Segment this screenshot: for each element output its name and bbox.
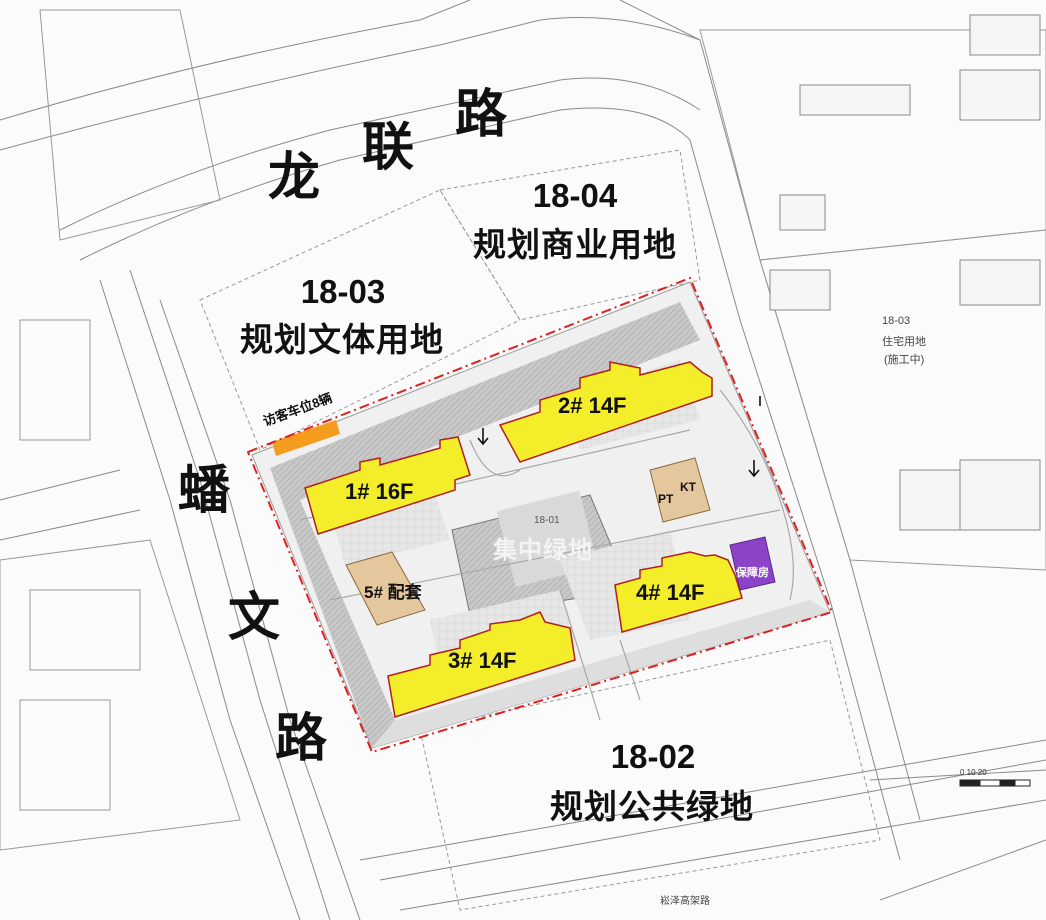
parcel-1802-code: 18-02 bbox=[610, 738, 696, 775]
west-blocks bbox=[19, 319, 141, 811]
context-parcels bbox=[0, 9, 1046, 911]
building-pt-kt bbox=[649, 457, 711, 523]
building-4-label: 4# 14F bbox=[636, 580, 705, 605]
building-5-label: 5# 配套 bbox=[364, 583, 422, 602]
east-parcel-use: 住宅用地 bbox=[882, 336, 926, 348]
west-road-char-2: 文 bbox=[228, 589, 281, 647]
west-road-char-3: 路 bbox=[275, 710, 328, 768]
visitor-parking-strip bbox=[272, 420, 340, 456]
parcel-1803-use: 规划文体用地 bbox=[240, 321, 444, 358]
west-lane bbox=[270, 468, 395, 748]
parcel-1803-code: 18-03 bbox=[300, 273, 386, 310]
east-parcel-status: (施工中) bbox=[884, 354, 925, 366]
parcel-1804-use: 规划商业用地 bbox=[473, 226, 677, 263]
north-road-char-1: 龙 bbox=[268, 149, 321, 207]
east-residential-blocks bbox=[769, 14, 1041, 531]
west-road-char-1: 蟠 bbox=[178, 462, 231, 520]
perimeter-lane bbox=[270, 302, 700, 500]
kt-label: KT bbox=[680, 480, 696, 494]
site-boundary bbox=[246, 276, 834, 754]
scale-bar-label: 0 10 20 bbox=[960, 768, 987, 777]
building-3-label: 3# 14F bbox=[448, 648, 517, 673]
central-green-label: 集中绿地 bbox=[493, 537, 593, 564]
building-5-support bbox=[345, 551, 426, 626]
east-parcel-code: 18-03 bbox=[882, 315, 911, 327]
scale-bar bbox=[959, 779, 1031, 787]
building-3 bbox=[387, 611, 576, 718]
building-affordable bbox=[729, 536, 776, 591]
north-road-char-3: 路 bbox=[455, 86, 508, 144]
building-2 bbox=[498, 361, 713, 463]
south-road-label: 崧泽高架路 bbox=[660, 896, 710, 907]
pt-label: PT bbox=[658, 492, 674, 506]
parcel-1802-use: 规划公共绿地 bbox=[550, 788, 754, 825]
south-lane bbox=[372, 600, 830, 748]
center-parcel-code: 18-01 bbox=[534, 515, 560, 526]
traffic-arrows bbox=[477, 396, 761, 478]
north-road-char-2: 联 bbox=[362, 119, 415, 177]
affordable-housing-label: 保障房 bbox=[736, 567, 769, 579]
building-2-label: 2# 14F bbox=[558, 393, 627, 418]
building-1 bbox=[304, 436, 471, 535]
building-1-label: 1# 16F bbox=[345, 479, 414, 504]
building-4 bbox=[614, 551, 743, 633]
parcel-1804-code: 18-04 bbox=[532, 177, 618, 214]
